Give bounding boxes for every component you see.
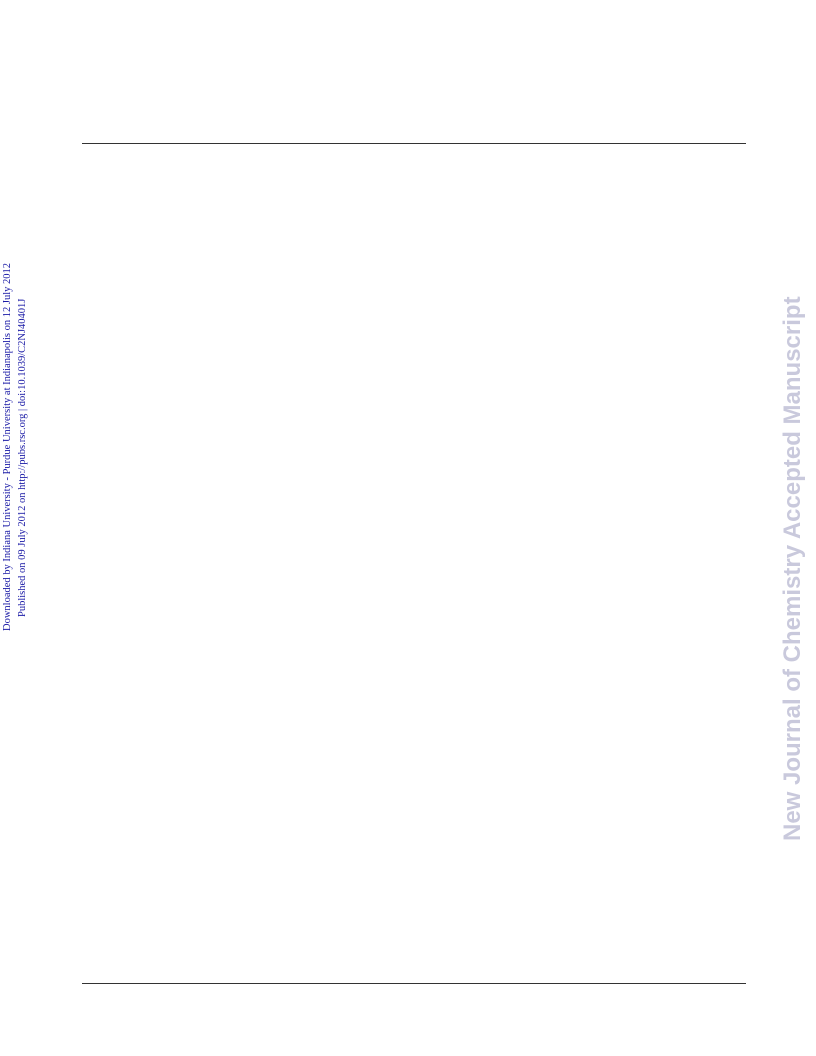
top-rule bbox=[82, 143, 746, 144]
publication-notice: Published on 09 July 2012 on http://pubs… bbox=[17, 298, 28, 617]
accepted-manuscript-watermark: New Journal of Chemistry Accepted Manusc… bbox=[779, 296, 806, 841]
bottom-rule bbox=[82, 983, 746, 984]
download-notice: Downloaded by Indiana University - Purdu… bbox=[2, 262, 13, 631]
